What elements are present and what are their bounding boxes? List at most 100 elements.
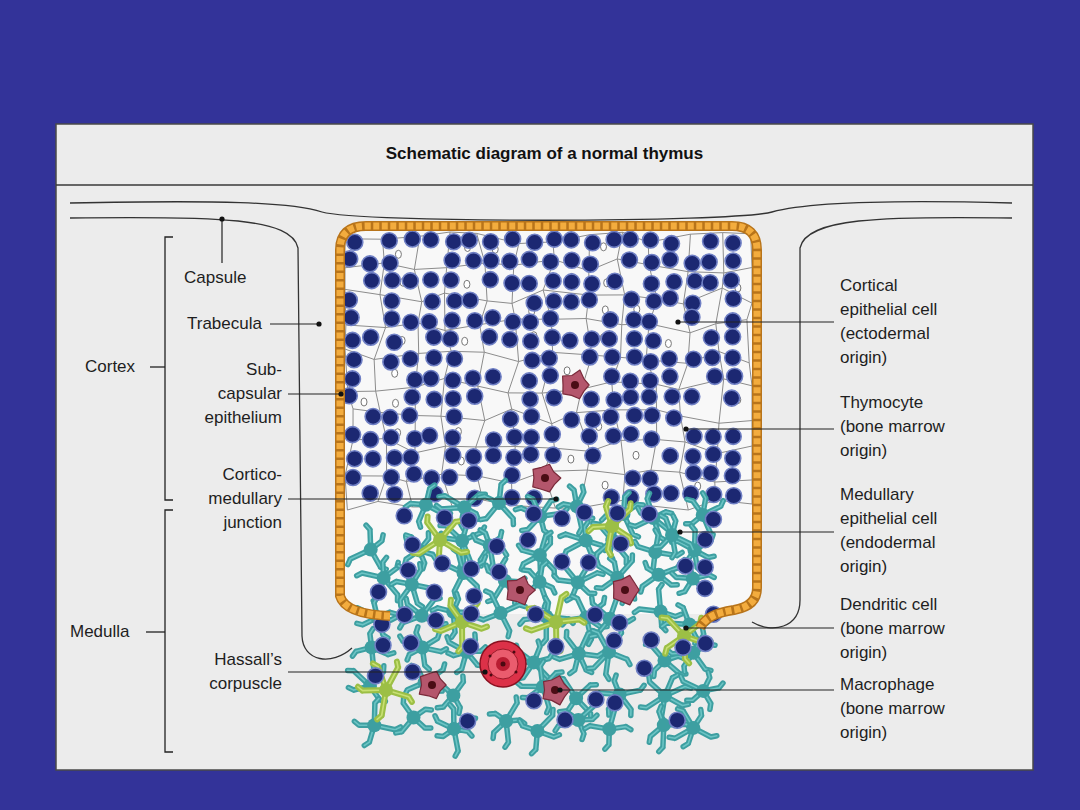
cell-layer [341, 231, 752, 756]
macrophage-body [563, 370, 590, 399]
thymocyte [505, 314, 521, 330]
thymocyte [466, 465, 482, 481]
thymocyte [642, 471, 658, 487]
leader-dot [553, 496, 558, 501]
thymocyte [662, 252, 678, 268]
leader-dot [219, 216, 224, 221]
cell-process [435, 704, 476, 756]
corpuscle-dot [501, 662, 506, 667]
thymocyte [723, 272, 739, 288]
thymocyte [686, 351, 702, 367]
thymocyte [522, 314, 538, 330]
epithelial-process [749, 363, 752, 386]
epithelial-nucleus [393, 399, 399, 407]
part-label: Cortex [85, 355, 135, 379]
thymocyte [466, 449, 482, 465]
thymocyte [463, 639, 479, 655]
thymocyte [407, 431, 423, 447]
thymocyte [502, 253, 518, 269]
part-label: Sub- capsular epithelium [182, 358, 282, 430]
thymocyte [663, 485, 679, 501]
thymocyte [403, 635, 419, 651]
thymocyte [521, 373, 537, 389]
part-label: Trabecula [187, 312, 262, 336]
thymocyte [725, 428, 741, 444]
part-label: Macrophage (bone marrow origin) [840, 673, 962, 745]
thymocyte [641, 506, 657, 522]
epithelial-process [374, 359, 376, 391]
header-rule [56, 184, 1033, 186]
epithelial-process [657, 440, 685, 442]
thymocyte [522, 391, 538, 407]
thymocyte [461, 232, 477, 248]
thymocyte [462, 292, 478, 308]
epithelial-nucleus [361, 398, 367, 406]
panel [56, 124, 1033, 770]
cell-body [419, 498, 433, 512]
cell-process [358, 662, 412, 720]
cell-process [479, 480, 514, 524]
corpuscle-core [496, 657, 510, 671]
cell-process [357, 557, 399, 600]
thymocyte [636, 660, 652, 676]
thymocyte [601, 331, 617, 347]
thymocyte [605, 428, 621, 444]
leader-line [270, 323, 318, 324]
thymocyte [623, 426, 639, 442]
thymocyte [446, 234, 462, 250]
thymocyte [544, 329, 560, 345]
thymocyte [424, 470, 440, 486]
thymocyte [725, 450, 741, 466]
thymocyte [446, 409, 462, 425]
thymocyte [724, 390, 740, 406]
thymocyte [541, 350, 557, 366]
thymocyte [485, 369, 501, 385]
macrophage [533, 464, 561, 492]
thymocyte [705, 511, 721, 527]
epithelial-nucleus [602, 481, 608, 489]
thymocyte [627, 349, 643, 365]
leader-dot [683, 625, 688, 630]
thymocyte [523, 446, 539, 462]
thymocyte [697, 580, 713, 596]
thymocyte [363, 329, 379, 345]
epithelial-process [679, 363, 688, 389]
thymocyte [526, 295, 542, 311]
thymocyte [383, 430, 399, 446]
thymocyte [707, 368, 723, 384]
thymocyte [402, 273, 418, 289]
hassalls-corpuscle [480, 641, 526, 687]
thymocyte [644, 255, 660, 271]
thymocyte [526, 506, 542, 522]
thymocyte [381, 233, 397, 249]
thymocyte [543, 254, 559, 270]
leader-dot [677, 529, 682, 534]
thymocyte [542, 368, 558, 384]
cell-body [686, 721, 700, 735]
thymocyte [505, 231, 521, 247]
cell-process [357, 557, 399, 600]
medullary-epithelial-cell [479, 480, 514, 524]
thymocyte [562, 333, 578, 349]
part-label: Dendritic cell (bone marrow origin) [840, 593, 962, 665]
thymocyte [646, 293, 662, 309]
thymocyte [684, 309, 700, 325]
thymocyte [483, 253, 499, 269]
cell-process [669, 709, 717, 747]
thymocyte [426, 584, 442, 600]
thymocyte [363, 432, 379, 448]
thymocyte [504, 490, 520, 506]
thymocyte [582, 349, 598, 365]
thymocyte [364, 273, 380, 289]
corpuscle-outer [480, 641, 526, 687]
epithelial-nucleus [665, 340, 671, 348]
thymocyte [397, 607, 413, 623]
thymocyte [523, 333, 539, 349]
thymocyte [701, 254, 717, 270]
part-label: Hassall’s corpuscle [182, 648, 282, 696]
thymocyte [661, 351, 677, 367]
thymocyte [365, 451, 381, 467]
thymocyte [426, 329, 442, 345]
thymocyte [611, 615, 627, 631]
cell-process [589, 501, 632, 555]
